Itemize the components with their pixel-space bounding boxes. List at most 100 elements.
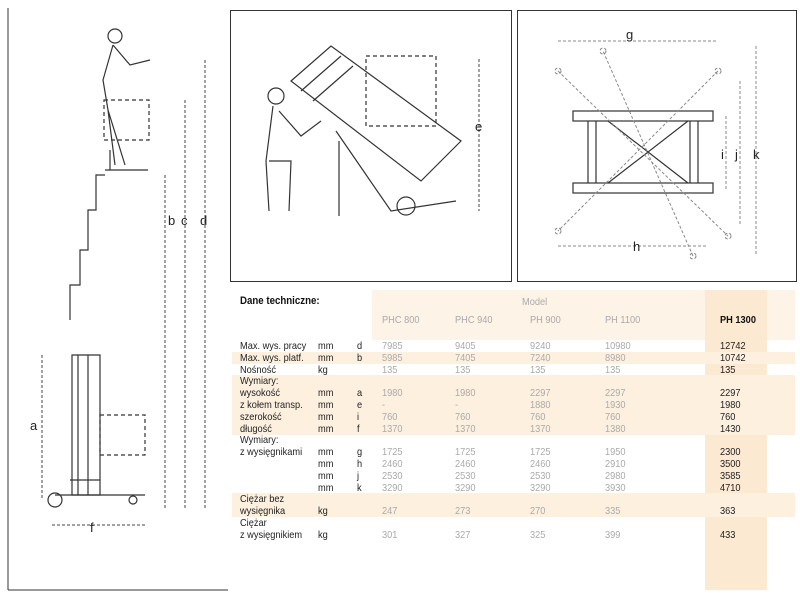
table-row: Ciężar (232, 517, 795, 529)
value-cell: 301 (382, 528, 398, 541)
row-unit: mm (318, 351, 334, 364)
dim-label-j: j (734, 147, 738, 162)
value-cell: 1880 (530, 399, 551, 411)
value-cell: 760 (530, 410, 546, 423)
top-view-drawing: g h i j k (554, 27, 760, 260)
value-cell: 135 (382, 363, 398, 376)
model-header: PH 1300 (720, 314, 756, 326)
value-cell: 2460 (382, 458, 403, 470)
table-row: Wymiary: (232, 434, 795, 446)
value-cell: 399 (605, 528, 621, 541)
value-cell: 2460 (530, 458, 551, 470)
top-view-drawing-panel: g h i j k (517, 10, 797, 282)
technical-data-table: Dane techniczne: Model PHC 800 PHC 940 PH … (232, 290, 795, 590)
value-cell: 2530 (455, 469, 476, 482)
value-cell: 1725 (382, 446, 403, 459)
row-unit: mm (318, 387, 334, 400)
value-cell: 3290 (455, 481, 476, 494)
value-cell: 9405 (455, 340, 476, 352)
value-cell: 3500 (720, 458, 741, 470)
row-unit: kg (318, 505, 328, 518)
model-header: PH 1100 (605, 314, 641, 326)
row-label: Max. wys. platf. (240, 351, 304, 364)
dim-label-d: d (200, 213, 207, 228)
value-cell: 433 (720, 528, 736, 541)
row-dimension: d (357, 340, 363, 352)
row-unit: mm (318, 422, 334, 435)
value-cell: 335 (605, 505, 621, 518)
row-dimension: b (357, 351, 363, 364)
row-dimension: k (357, 481, 362, 494)
row-unit: mm (318, 340, 334, 352)
value-cell: 135 (720, 363, 736, 376)
value-cell: 3290 (382, 481, 403, 494)
value-cell: 2297 (720, 387, 741, 400)
value-cell: 3585 (720, 469, 741, 482)
row-label: z kołem transp. (240, 399, 303, 411)
row-dimension: e (357, 399, 363, 411)
value-cell: 135 (530, 363, 546, 376)
dim-label-h: h (633, 239, 640, 254)
value-cell: 363 (720, 505, 736, 518)
table-row: mm h 2460 2460 2460 2910 3500 (232, 458, 795, 470)
value-cell: 2300 (720, 446, 741, 459)
model-label: Model (522, 296, 548, 308)
value-cell: 1980 (382, 387, 403, 400)
row-unit: mm (318, 458, 334, 470)
value-cell: 270 (530, 505, 546, 518)
ladder-platform-drawing: b c d a f (7, 8, 228, 591)
value-cell: 2297 (530, 387, 551, 400)
row-label: z wysięgnikami (240, 446, 303, 459)
value-cell: - (382, 399, 386, 411)
table-title: Dane techniczne: (240, 295, 320, 307)
value-cell: 1370 (455, 422, 476, 435)
highlighted-model-column (705, 290, 767, 590)
transport-drawing: e (265, 45, 482, 216)
dim-label-e: e (475, 119, 482, 134)
value-cell: 7240 (530, 351, 551, 364)
value-cell: 9240 (530, 340, 551, 352)
value-cell: 760 (382, 410, 398, 423)
dim-label-a: a (30, 418, 38, 433)
row-label: szerokość (240, 410, 282, 423)
row-unit: mm (318, 399, 334, 411)
value-cell: 2460 (455, 458, 476, 470)
value-cell: 325 (530, 528, 546, 541)
row-label: długość (240, 422, 272, 435)
dim-label-k: k (753, 147, 760, 162)
value-cell: 5985 (382, 351, 403, 364)
value-cell: 1370 (530, 422, 551, 435)
row-dimension: a (357, 387, 363, 400)
model-header: PHC 940 (455, 314, 493, 326)
value-cell: 1725 (455, 446, 476, 459)
transport-drawing-panel: e (230, 10, 512, 282)
value-cell: 1725 (530, 446, 551, 459)
value-cell: 135 (455, 363, 471, 376)
row-label: Ciężar (240, 517, 267, 529)
value-cell: 247 (382, 505, 398, 518)
value-cell: 2910 (605, 458, 626, 470)
value-cell: 12742 (720, 340, 746, 352)
model-header: PHC 800 (382, 314, 420, 326)
value-cell: 1980 (720, 399, 741, 411)
row-unit: mm (318, 446, 334, 459)
row-label: Wymiary: (240, 375, 279, 388)
dim-label-f: f (90, 520, 94, 535)
value-cell: 327 (455, 528, 471, 541)
value-cell: 2530 (530, 469, 551, 482)
value-cell: 4710 (720, 481, 741, 494)
row-dimension: h (357, 458, 363, 470)
dim-label-g: g (626, 27, 633, 42)
value-cell: 2980 (605, 469, 626, 482)
value-cell: 273 (455, 505, 471, 518)
dim-label-c: c (181, 213, 188, 228)
value-cell: 760 (720, 410, 736, 423)
